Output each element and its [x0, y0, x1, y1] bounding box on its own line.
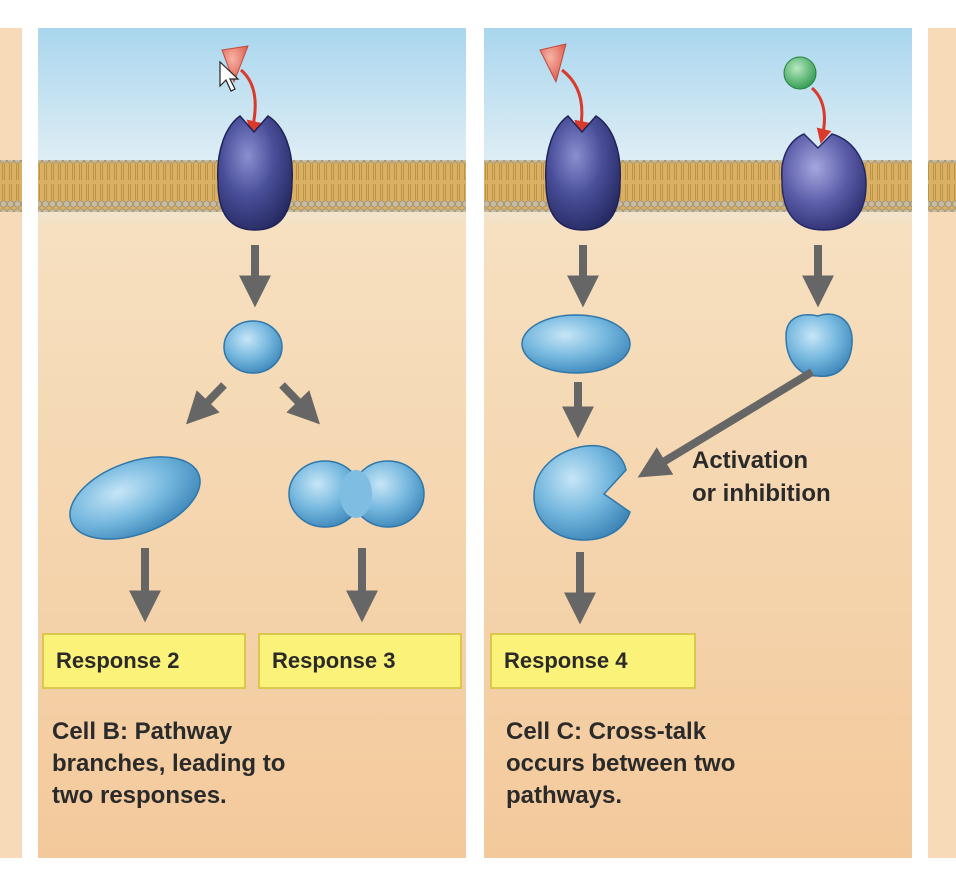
cell-c-signal-molecule-green: [783, 56, 817, 90]
cell-b-caption-line-3: two responses.: [52, 782, 227, 809]
response-2-box: Response 2: [42, 633, 246, 689]
cell-b-caption-line-2: branches, leading to: [52, 750, 286, 777]
cell-c-caption-line-1: Cell C: Cross-talk: [506, 718, 707, 745]
response-3-box: Response 3: [258, 633, 462, 689]
annotation-line-2: or inhibition: [692, 480, 831, 507]
response-3-label: Response 3: [272, 648, 396, 673]
cell-b-signal-molecule: [221, 45, 249, 83]
cell-c-panel: [484, 28, 912, 858]
annotation-line-1: Activation: [692, 447, 809, 474]
cell-c-binding-arrow-green: [810, 86, 832, 144]
left-neighbor-panel: [0, 28, 22, 858]
cell-c-receptor-right: [781, 133, 867, 231]
response-4-box: Response 4: [490, 633, 696, 689]
cell-c-binding-arrow-red: [561, 68, 590, 136]
cell-b-branch-arrow-right: [279, 382, 321, 425]
cell-b-relay-protein: [223, 320, 283, 374]
cell-b-binding-arrow: [239, 68, 262, 136]
cell-b-receptor: [217, 114, 293, 231]
response-4-label: Response 4: [504, 648, 628, 673]
cell-c-target-protein: [533, 444, 631, 541]
cell-c-relay-protein-right: [785, 313, 853, 377]
cell-c-receptor-left: [545, 114, 621, 231]
cell-c-caption-line-2: occurs between two: [506, 750, 736, 777]
cell-b-panel: [38, 28, 466, 858]
response-2-label: Response 2: [56, 648, 180, 673]
cell-b-protein-left: [69, 456, 201, 540]
cell-c-caption: Cell C: Cross-talk occurs between two pa…: [506, 716, 735, 812]
right-neighbor-membrane: [928, 160, 956, 212]
cell-c-crosstalk-arrow: [637, 368, 815, 478]
right-neighbor-panel: [928, 28, 956, 858]
cell-b-protein-right: [288, 460, 425, 528]
cell-c-relay-protein-left: [521, 314, 631, 374]
cell-b-caption-line-1: Cell B: Pathway: [52, 718, 233, 745]
crosstalk-annotation: Activation or inhibition: [692, 444, 831, 510]
cell-c-signal-molecule-red: [539, 43, 567, 83]
cell-b-caption: Cell B: Pathway branches, leading to two…: [52, 716, 285, 812]
cell-b-branch-arrow-left: [185, 382, 227, 425]
mouse-cursor-icon: [219, 60, 240, 92]
cell-c-caption-line-3: pathways.: [506, 782, 623, 809]
left-neighbor-membrane: [0, 160, 22, 212]
